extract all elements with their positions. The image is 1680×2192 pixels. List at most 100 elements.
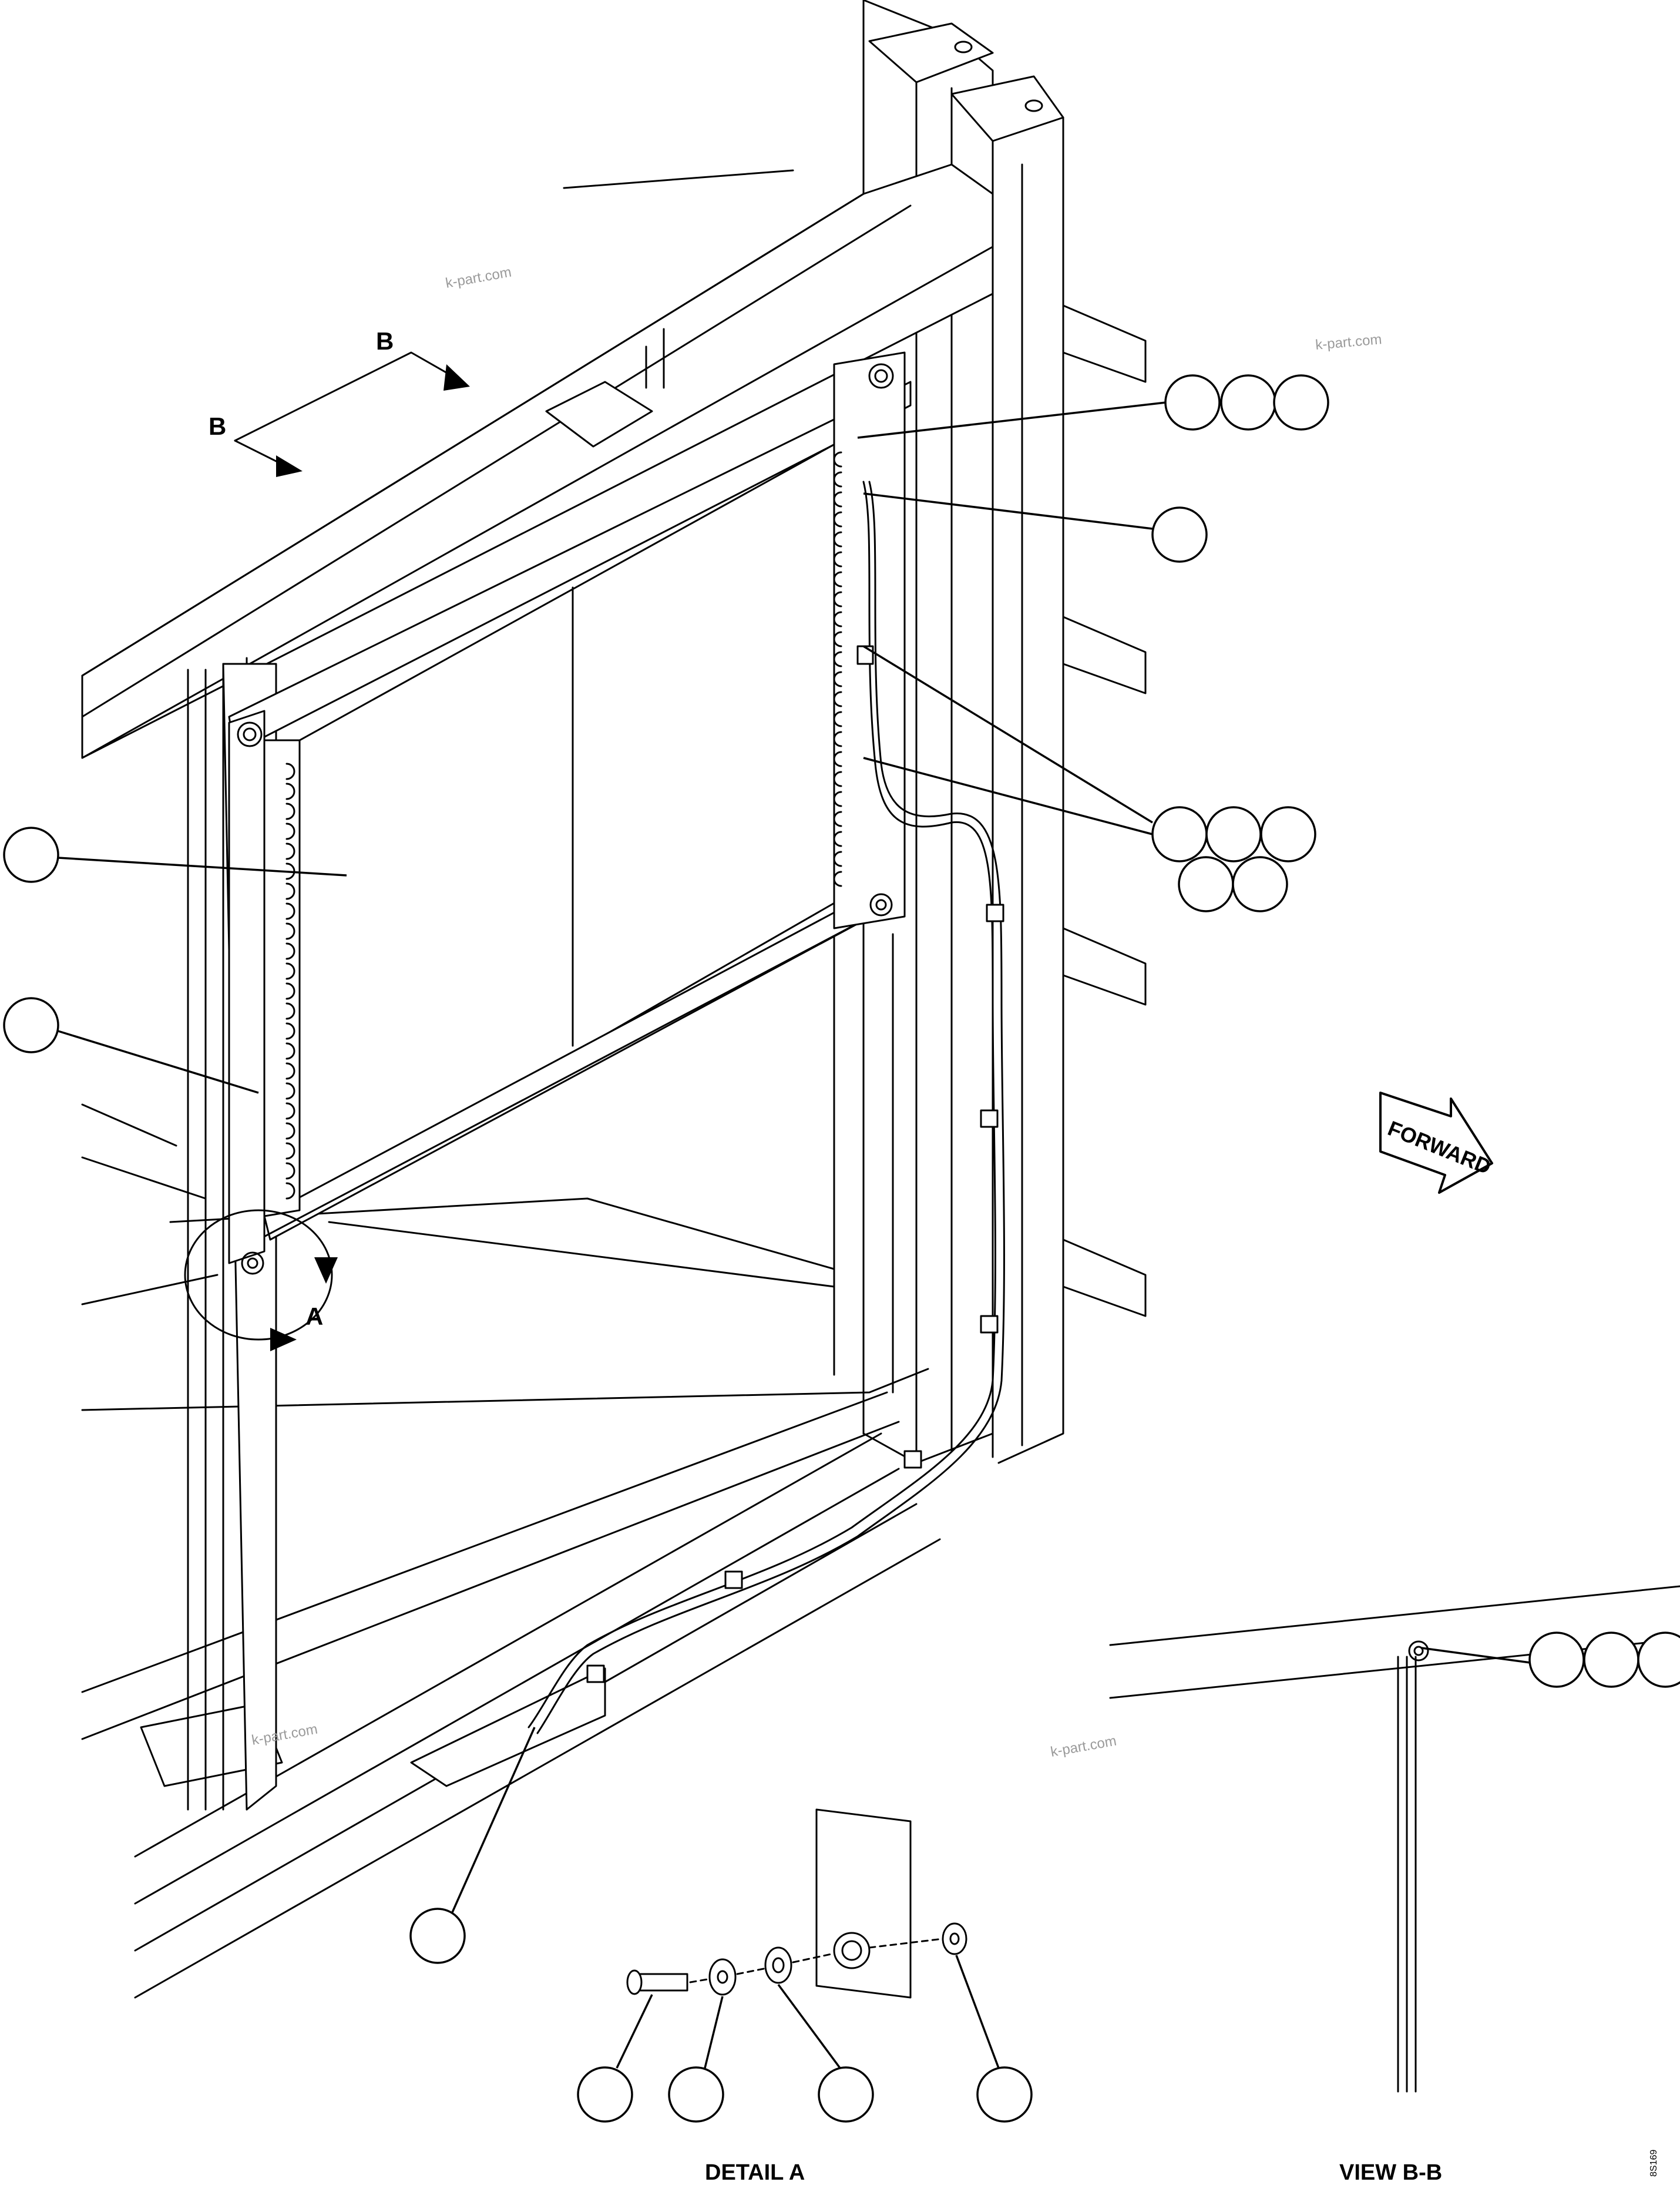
tube-bend — [285, 1182, 295, 1200]
tube-bend — [833, 531, 842, 548]
callout-leader-line — [1421, 1647, 1531, 1664]
tube-bend — [833, 811, 842, 827]
tube-bend — [833, 471, 842, 488]
tube-bend — [833, 571, 842, 588]
detail-a-circle[interactable] — [184, 1209, 333, 1341]
callout-balloon[interactable] — [1151, 806, 1208, 862]
forward-direction-arrow — [1379, 1092, 1493, 1194]
callout-leader-line — [955, 1955, 1000, 2069]
tube-bend — [833, 691, 842, 707]
callout-balloon[interactable] — [3, 997, 59, 1053]
tube-bend — [833, 451, 842, 468]
callout-leader-line — [863, 645, 1153, 824]
tube-bend — [285, 1102, 295, 1120]
tube-bend — [285, 902, 295, 920]
detail-a-arrowhead-down — [314, 1257, 338, 1284]
tube-bend — [833, 711, 842, 727]
view-bb-section — [1109, 1585, 1680, 2093]
callout-balloon[interactable] — [1528, 1632, 1585, 1688]
callout-leader-line — [777, 1983, 841, 2069]
condenser-assembly — [228, 351, 912, 1275]
callout-leader-line — [863, 757, 1153, 835]
tube-bend — [285, 1062, 295, 1080]
condenser-tube-bends-right — [833, 451, 842, 887]
callout-balloon[interactable] — [1151, 506, 1208, 563]
tube-bend — [285, 1122, 295, 1140]
callout-balloon[interactable] — [1164, 374, 1221, 431]
callout-balloon[interactable] — [577, 2066, 633, 2123]
callout-balloon[interactable] — [976, 2066, 1033, 2123]
tube-bend — [833, 851, 842, 867]
section-b-arrowhead-lower — [276, 455, 303, 477]
tube-bend — [285, 842, 295, 860]
tube-bend — [285, 1042, 295, 1060]
tube-bend — [285, 1022, 295, 1040]
tube-bend — [285, 803, 295, 820]
tube-bend — [833, 591, 842, 607]
tube-bend — [833, 831, 842, 847]
upper-frame-beams — [81, 163, 994, 759]
tube-bend — [285, 982, 295, 1000]
callout-leader-line — [857, 401, 1167, 439]
tube-bend — [285, 763, 295, 780]
watermark: k-part.com — [1049, 1733, 1117, 1760]
tube-bend — [285, 942, 295, 960]
callout-balloons — [3, 374, 1680, 2123]
watermark: k-part.com — [1315, 331, 1382, 353]
tube-bend — [833, 651, 842, 667]
callout-balloon[interactable] — [409, 1908, 466, 1964]
callout-balloon[interactable] — [1273, 374, 1329, 431]
callout-leader-line — [58, 1030, 259, 1094]
tube-bend — [285, 962, 295, 980]
refrigerant-hose — [527, 481, 1005, 1734]
callout-leader-line — [451, 1727, 536, 1913]
frame-mounting-tabs — [1062, 304, 1147, 1317]
callout-balloon[interactable] — [668, 2066, 724, 2123]
view-bb-caption: VIEW B-B — [1339, 2160, 1442, 2185]
detail-a-label: A — [305, 1303, 323, 1330]
tube-bend — [833, 751, 842, 767]
tube-bend — [833, 731, 842, 747]
section-b-arrowhead-upper — [443, 364, 470, 391]
condenser-tube-bends — [285, 763, 295, 1200]
callout-leader-line — [616, 1994, 653, 2069]
watermark: k-part.com — [444, 264, 512, 291]
section-b-label-upper: B — [376, 327, 394, 355]
tube-bend — [833, 771, 842, 787]
callout-balloon[interactable] — [1260, 806, 1316, 862]
tube-bend — [285, 1082, 295, 1100]
tube-bend — [833, 611, 842, 627]
tube-bend — [285, 1162, 295, 1180]
tube-bend — [285, 882, 295, 900]
tube-bend — [285, 922, 295, 940]
callout-balloon[interactable] — [1220, 374, 1276, 431]
tube-bend — [833, 631, 842, 647]
tube-bend — [285, 1002, 295, 1020]
tube-bend — [285, 823, 295, 840]
tube-bend — [285, 783, 295, 800]
tube-bend — [833, 511, 842, 528]
callout-leader-line — [58, 857, 347, 877]
tube-bend — [833, 871, 842, 887]
section-cut-line-b[interactable] — [234, 351, 453, 465]
figure-code: 8S169 — [1649, 2150, 1659, 2177]
callout-balloon[interactable] — [1583, 1632, 1639, 1688]
callout-balloon[interactable] — [1232, 856, 1288, 912]
tube-bend — [833, 551, 842, 568]
section-b-label-lower: B — [209, 412, 226, 440]
callout-balloon[interactable] — [1205, 806, 1262, 862]
callout-balloon[interactable] — [1637, 1632, 1680, 1688]
callout-leader-line — [704, 1996, 724, 2069]
tube-bend — [833, 671, 842, 687]
tube-bend — [285, 1142, 295, 1160]
detail-a-exploded-view — [626, 1808, 967, 1999]
callout-balloon[interactable] — [1178, 856, 1234, 912]
tube-bend — [833, 491, 842, 508]
tube-bend — [833, 791, 842, 807]
callout-balloon[interactable] — [3, 827, 59, 883]
callout-leader-line — [863, 492, 1153, 530]
callout-balloon[interactable] — [818, 2066, 874, 2123]
detail-a-caption: DETAIL A — [705, 2160, 805, 2185]
